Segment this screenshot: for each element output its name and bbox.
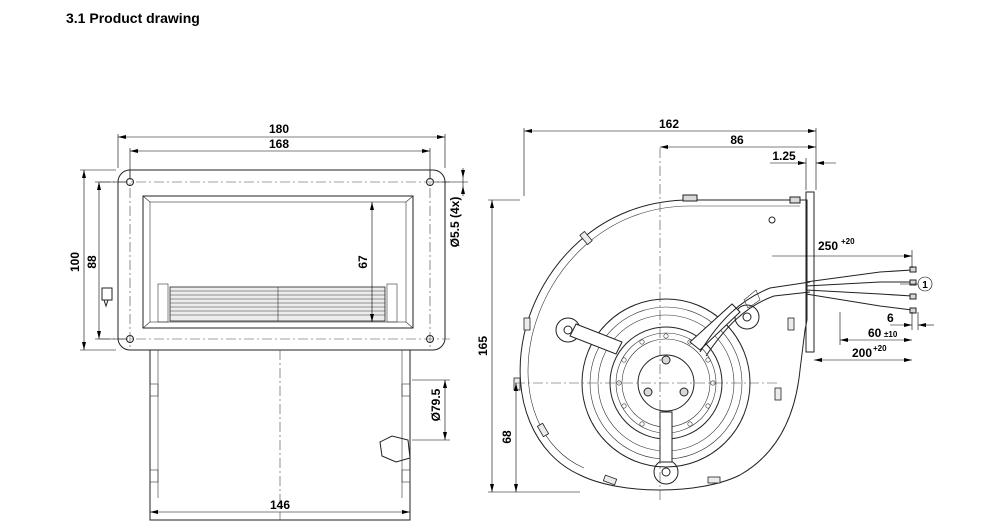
strut-bottom: [659, 411, 673, 463]
dim-68: 68: [500, 430, 514, 444]
dim-162: 162: [659, 117, 679, 131]
cable-exit: [699, 281, 811, 353]
dim-165: 165: [476, 336, 490, 356]
callout-1: 1: [922, 280, 928, 291]
wire-leads: [805, 266, 917, 314]
motor-connector: [379, 435, 411, 463]
housing-clips: [513, 230, 795, 486]
dim-67: 67: [356, 255, 370, 269]
side-view: 162 86 1.25 250 +20 1 6 60: [476, 117, 934, 500]
dim-79-5: Ø79.5: [429, 388, 443, 421]
dim-146: 146: [270, 498, 290, 512]
dim-200-tol: +20: [873, 344, 887, 353]
page-title: 3.1 Product drawing: [66, 10, 200, 26]
impeller-blades: [169, 286, 386, 322]
callout-1-circle: [917, 276, 933, 292]
dim-200: 200: [852, 346, 872, 360]
dim-6: 6: [887, 311, 894, 325]
dim-180: 180: [269, 122, 289, 136]
strut-left: [569, 323, 623, 355]
cable-clip: [101, 287, 113, 308]
outlet-opening: [142, 195, 414, 329]
dim-250-tol: +20: [841, 237, 855, 246]
dim-60: 60: [868, 326, 882, 340]
front-view: 180 168 100 88 67 Ø5.5 (4x): [68, 122, 468, 521]
dim-hole: Ø5.5 (4x): [448, 197, 462, 248]
dim-60-tol: ±10: [884, 330, 898, 339]
dim-250: 250: [818, 239, 838, 253]
scroll-housing: [519, 199, 808, 491]
dim-86: 86: [730, 133, 744, 147]
dim-168: 168: [269, 137, 289, 151]
mounting-flange: [117, 169, 446, 351]
dim-100: 100: [68, 252, 82, 272]
dim-1-25: 1.25: [772, 149, 796, 163]
outlet-flange: [805, 191, 815, 353]
dim-88: 88: [85, 255, 99, 269]
